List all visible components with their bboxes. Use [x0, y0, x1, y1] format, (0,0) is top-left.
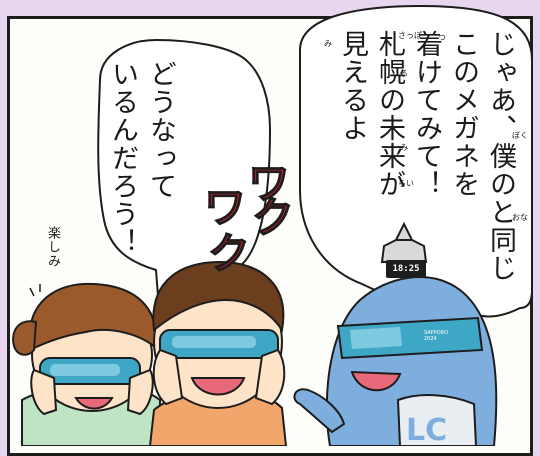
sound-effect-char-3: ワ	[204, 183, 246, 232]
mascot-lens-logo-sub: 2024	[424, 336, 437, 342]
furigana-mi: み	[400, 143, 408, 152]
speech-right-line-4: 札幌の未来が	[374, 30, 405, 198]
sound-effect-char-4: ク	[208, 229, 250, 278]
side-note-tanoshimi: 楽しみ	[45, 226, 60, 268]
mascot-lens-logo: SAPPORO 2024	[424, 330, 460, 342]
speech-left-line-2: いるんだろう！	[107, 60, 138, 256]
furigana-onaji: おな	[512, 213, 528, 222]
furigana-tsu: つ	[438, 33, 446, 42]
mascot-lens-logo-text: SAPPORO	[424, 330, 449, 336]
speech-bubble-right	[299, 4, 533, 325]
mascot-clock-display: 18:25	[392, 264, 420, 274]
emphasis-lines	[29, 284, 41, 297]
speech-right-line-1: じゃあ、僕のと同じ	[485, 30, 516, 282]
woman-character	[12, 282, 161, 446]
furigana-sappo: さっぽ	[398, 31, 422, 40]
speech-right-line-2: このメガネを	[448, 30, 479, 198]
sound-effect: ワ ク ワ ク	[203, 158, 295, 279]
comic-page: LC ワ ク ワ ク じゃあ、僕のと同じ このメガネを 着けてみて！ 札幌の未来…	[7, 4, 533, 456]
speech-right-line-5: 見えるよ	[337, 30, 368, 142]
comic-art: LC ワ ク ワ ク	[12, 4, 533, 446]
furigana-miru: み	[324, 39, 332, 48]
speech-right-line-3: 着けてみて！	[411, 30, 442, 198]
mascot-character: LC	[293, 221, 498, 446]
svg-text:LC: LC	[406, 413, 447, 446]
man-character	[148, 260, 288, 446]
furigana-rai: らい	[398, 179, 414, 188]
speech-bubble-left	[97, 38, 272, 299]
furigana-boku: ぼく	[512, 131, 528, 140]
sound-effect-char-1: ワ	[248, 159, 290, 208]
furigana-ro: ろ	[400, 69, 408, 78]
speech-left-line-1: どうなって	[145, 60, 176, 200]
sound-effect-char-2: ク	[252, 193, 294, 242]
